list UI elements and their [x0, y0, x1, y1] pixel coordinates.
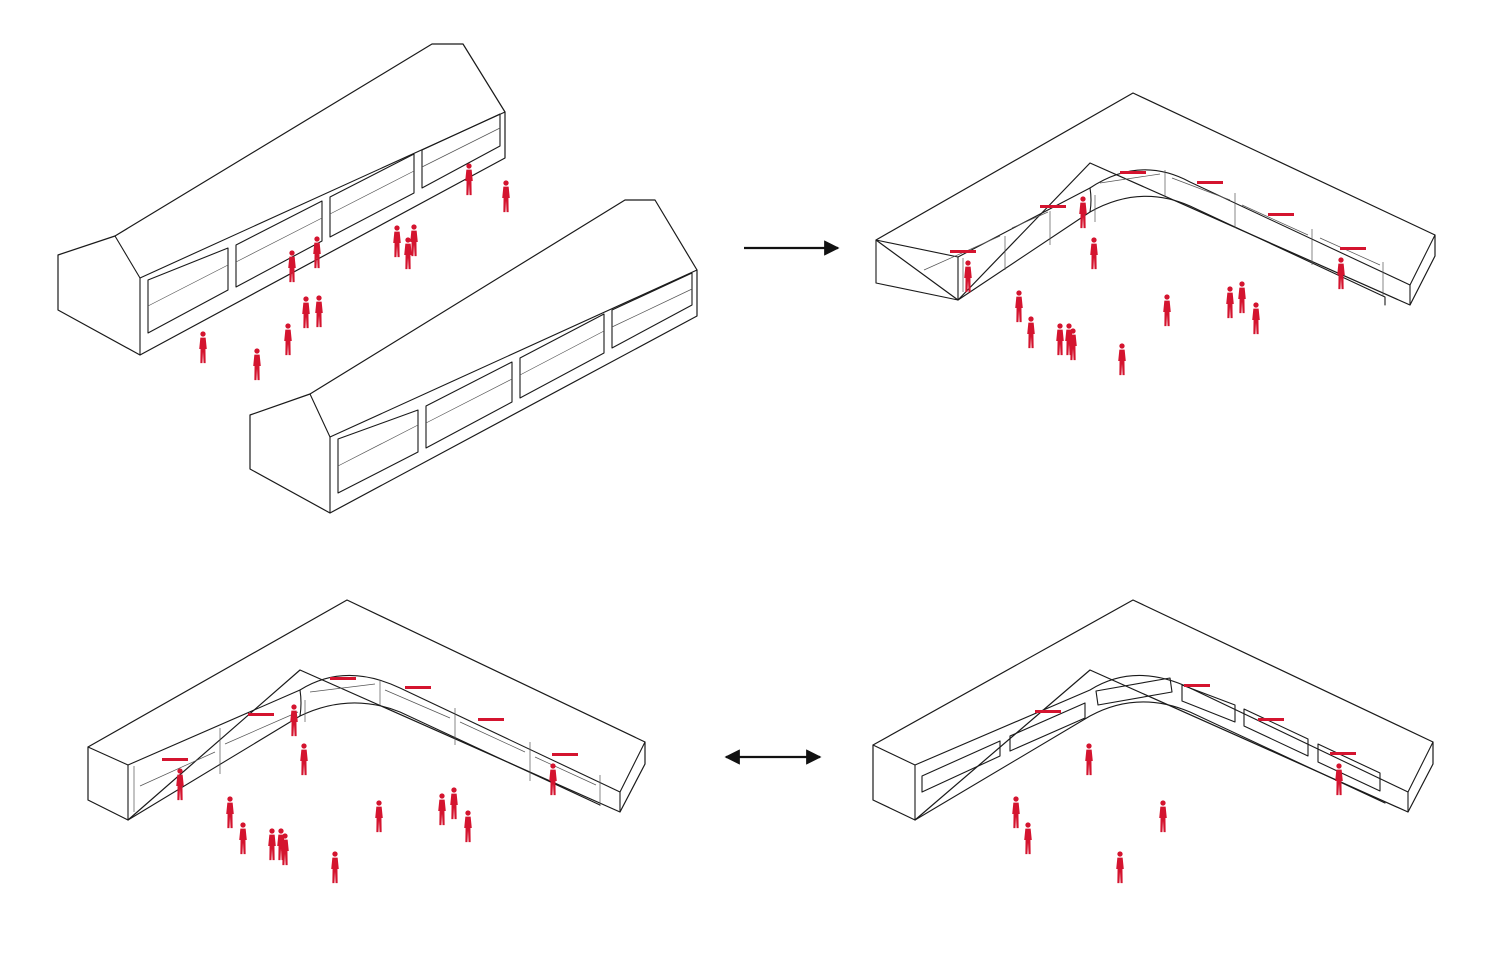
- person-walking-icon: [1159, 800, 1167, 833]
- storefront-sign-icon: [1330, 752, 1356, 755]
- person-walking-icon: [393, 225, 401, 258]
- storefront-sign-icon: [552, 753, 578, 756]
- person-walking-icon: [226, 796, 234, 829]
- person-walking-icon: [253, 348, 261, 381]
- person-walking-icon: [502, 180, 510, 213]
- storefront-sign-icon: [1040, 205, 1066, 208]
- panel-l-shaped-open: [875, 92, 1436, 376]
- storefront-sign-icon: [478, 718, 504, 721]
- person-walking-icon: [1056, 323, 1064, 356]
- front-shed: [249, 199, 698, 514]
- person-walking-icon: [375, 800, 383, 833]
- panel-l-shaped-open-alt: [87, 599, 646, 884]
- person-walking-icon: [239, 822, 247, 855]
- panel-two-sheds: [57, 43, 698, 514]
- storefront-sign-icon: [1268, 213, 1294, 216]
- back-shed: [57, 43, 506, 356]
- storefront-signs-closed: [1035, 684, 1356, 755]
- person-walking-icon: [1090, 237, 1098, 270]
- person-walking-icon: [284, 323, 292, 356]
- people-group-panel-4: [1012, 743, 1343, 884]
- panel-l-shaped-closed: [872, 599, 1434, 884]
- storefront-sign-icon: [1258, 718, 1284, 721]
- storefront-sign-icon: [1120, 171, 1146, 174]
- person-walking-icon: [315, 295, 323, 328]
- storefront-sign-icon: [1035, 710, 1061, 713]
- storefront-signs: [950, 171, 1366, 253]
- person-walking-icon: [199, 331, 207, 364]
- storefront-sign-icon: [248, 713, 274, 716]
- storefront-sign-icon: [405, 686, 431, 689]
- person-walking-icon: [290, 704, 298, 737]
- person-walking-icon: [268, 828, 276, 861]
- storefront-sign-icon: [162, 758, 188, 761]
- storefront-sign-icon: [950, 250, 976, 253]
- storefront-signs-alt: [162, 677, 578, 761]
- person-walking-icon: [1085, 743, 1093, 776]
- person-walking-icon: [438, 793, 446, 826]
- person-walking-icon: [331, 851, 339, 884]
- storefront-sign-icon: [1340, 247, 1366, 250]
- storefront-sign-icon: [1197, 181, 1223, 184]
- person-walking-icon: [1252, 302, 1260, 335]
- person-walking-icon: [1238, 281, 1246, 314]
- person-walking-icon: [302, 296, 310, 329]
- person-walking-icon: [1116, 851, 1124, 884]
- person-walking-icon: [464, 810, 472, 843]
- storefront-sign-icon: [330, 677, 356, 680]
- person-walking-icon: [1118, 343, 1126, 376]
- person-walking-icon: [1015, 290, 1023, 323]
- person-walking-icon: [404, 237, 412, 270]
- storefront-sign-icon: [1184, 684, 1210, 687]
- person-walking-icon: [450, 787, 458, 820]
- person-walking-icon: [1024, 822, 1032, 855]
- person-walking-icon: [1226, 286, 1234, 319]
- person-walking-icon: [1079, 196, 1087, 229]
- person-walking-icon: [1012, 796, 1020, 829]
- person-walking-icon: [1027, 316, 1035, 349]
- person-walking-icon: [300, 743, 308, 776]
- person-walking-icon: [1163, 294, 1171, 327]
